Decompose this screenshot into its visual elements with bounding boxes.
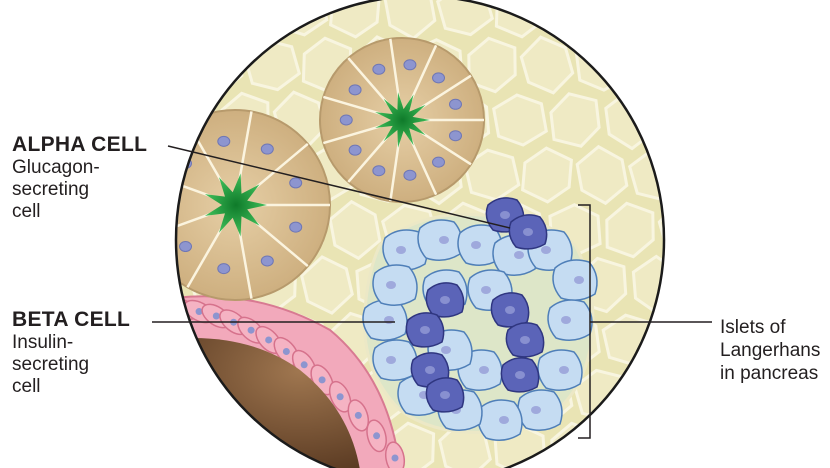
nucleus — [386, 356, 396, 364]
nucleus — [499, 416, 509, 424]
tissue-cell — [166, 0, 214, 36]
nucleus — [290, 178, 302, 188]
beta-cell-title: BETA CELL — [12, 308, 130, 332]
nucleus — [283, 348, 290, 355]
nucleus — [337, 393, 344, 400]
nucleus — [481, 286, 491, 294]
nucleus — [404, 60, 416, 70]
duct-cell — [147, 294, 183, 322]
nucleus — [392, 455, 399, 462]
tissue-cell — [688, 36, 735, 93]
nucleus — [340, 115, 352, 125]
nucleus — [441, 346, 451, 354]
islets-label: Islets of Langerhans in pancreas — [720, 316, 830, 385]
nucleus — [450, 99, 462, 109]
beta-cell-label: BETA CELL Insulin- secreting cell — [12, 308, 130, 398]
tissue-cell — [661, 313, 710, 367]
nucleus — [396, 246, 406, 254]
nucleus — [471, 241, 481, 249]
nucleus — [355, 412, 362, 419]
nucleus — [479, 366, 489, 374]
nucleus — [450, 131, 462, 141]
nucleus — [559, 366, 569, 374]
tissue-cell — [605, 0, 655, 35]
nucleus — [440, 296, 450, 304]
nucleus — [290, 222, 302, 232]
nucleus — [523, 228, 533, 236]
nucleus — [373, 432, 380, 439]
nucleus — [531, 406, 541, 414]
nucleus — [261, 256, 273, 266]
tissue-cell — [604, 422, 655, 468]
nucleus — [439, 236, 449, 244]
nucleus — [319, 376, 326, 383]
tissue-cell — [633, 39, 680, 92]
nucleus — [261, 144, 273, 154]
acinus-top — [320, 38, 484, 202]
nucleus — [541, 246, 551, 254]
nucleus — [500, 211, 510, 219]
islets-description: Islets of Langerhans in pancreas — [720, 316, 830, 385]
nucleus — [574, 276, 584, 284]
nucleus — [164, 200, 176, 210]
nucleus — [248, 327, 255, 334]
beta-cell-description: Insulin- secreting cell — [12, 332, 130, 398]
nucleus — [213, 312, 220, 319]
tissue-cell — [163, 425, 217, 468]
nucleus — [440, 391, 450, 399]
nucleus — [425, 366, 435, 374]
nucleus — [420, 326, 430, 334]
alpha-cell-label: ALPHA CELL Glucagon- secreting cell — [12, 133, 147, 223]
tissue-section — [140, 0, 738, 468]
nucleus — [349, 85, 361, 95]
nucleus — [386, 281, 396, 289]
tissue-cell — [658, 95, 712, 145]
nucleus — [515, 371, 525, 379]
tissue-cell — [659, 425, 710, 468]
nucleus — [162, 305, 169, 312]
tissue-cell — [221, 423, 270, 468]
nucleus — [349, 145, 361, 155]
nucleus — [218, 136, 230, 146]
alpha-cell-title: ALPHA CELL — [12, 133, 147, 157]
alpha-cell-description: Glucagon- secreting cell — [12, 157, 147, 223]
tissue-cell — [550, 0, 601, 38]
nucleus — [218, 264, 230, 274]
nucleus — [505, 306, 515, 314]
tissue-cell — [633, 368, 680, 422]
tissue-cell — [688, 148, 735, 202]
nucleus — [301, 361, 308, 368]
nucleus — [180, 242, 192, 252]
acinus-left — [140, 110, 330, 300]
nucleus — [520, 336, 530, 344]
nucleus — [373, 166, 385, 176]
nucleus — [433, 73, 445, 83]
nucleus — [265, 336, 272, 343]
nucleus — [404, 170, 416, 180]
tissue-cell — [659, 202, 710, 258]
nucleus — [384, 316, 394, 324]
nucleus — [373, 64, 385, 74]
tissue-cell — [494, 95, 547, 145]
tissue-cell — [576, 40, 627, 90]
nucleus — [561, 316, 571, 324]
tissue-cell — [662, 0, 708, 37]
tissue-cell — [686, 260, 739, 310]
nucleus — [433, 157, 445, 167]
nucleus — [514, 251, 524, 259]
tissue-cell — [221, 0, 269, 39]
